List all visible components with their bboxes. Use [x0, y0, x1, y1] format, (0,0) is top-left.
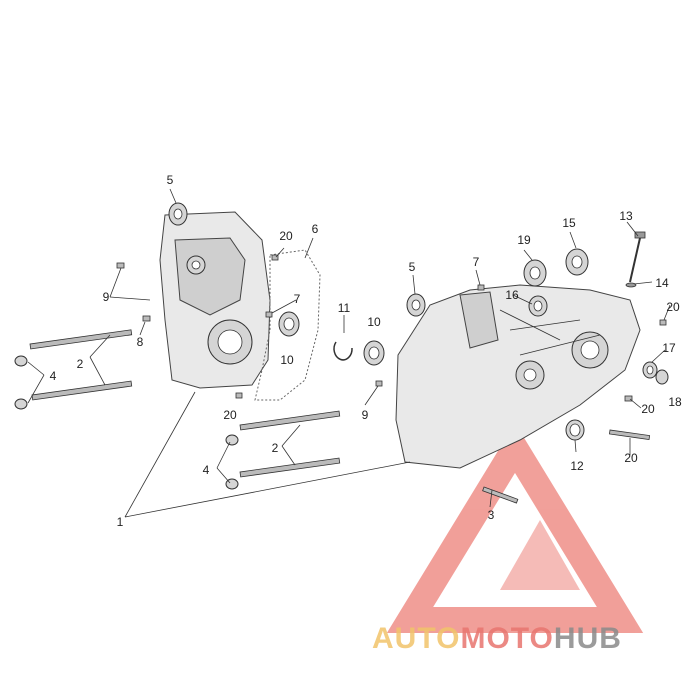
dowel-pin [116, 262, 125, 269]
oil-seal-5-right [406, 293, 426, 317]
bolt-3 [482, 486, 519, 504]
watermark-hub: HUB [554, 622, 622, 655]
watermark-moto: MOTO [460, 622, 553, 655]
callout-13: 13 [619, 209, 633, 223]
bearing-10-left [278, 311, 300, 337]
dowel-pin [142, 315, 151, 322]
dowel-pin [265, 311, 273, 318]
callout-9: 9 [103, 290, 110, 304]
callout-17: 17 [662, 341, 676, 355]
callout-20: 20 [641, 402, 655, 416]
cap-18 [655, 369, 669, 385]
nut [225, 434, 239, 446]
dowel-pin [477, 284, 485, 291]
bearing-16 [528, 295, 548, 317]
callout-1: 1 [117, 515, 124, 529]
stud-bolt [239, 457, 341, 478]
callout-7: 7 [473, 255, 480, 269]
bolt-21 [608, 429, 651, 440]
callout-9: 9 [362, 408, 369, 422]
leader-lines [27, 188, 671, 518]
dowel-pin [235, 392, 243, 399]
callout-20: 20 [223, 408, 237, 422]
callout-3: 3 [488, 508, 495, 522]
callout-2: 2 [272, 441, 279, 455]
watermark-auto: AUTO [372, 622, 460, 655]
stud-bolt [239, 410, 341, 431]
dowel-pin [624, 395, 633, 402]
callout-10: 10 [367, 315, 381, 329]
circlip-11 [333, 341, 353, 361]
callout-20: 20 [666, 300, 680, 314]
nut [14, 355, 28, 367]
callout-2: 2 [77, 357, 84, 371]
callout-5: 5 [167, 173, 174, 187]
watermark-logo-icon [386, 423, 644, 633]
left-crankcase-half [159, 211, 271, 389]
oil-seal-12 [565, 419, 585, 441]
seal-17 [642, 361, 658, 379]
callout-labels: 1 2 2 3 4 4 5 5 6 7 7 8 9 9 10 10 11 12 … [50, 173, 682, 529]
callout-18: 18 [668, 395, 682, 409]
callout-15: 15 [562, 216, 576, 230]
dowel-pin [659, 319, 667, 326]
callout-5: 5 [409, 260, 416, 274]
bearing-15 [565, 248, 589, 276]
callout-19: 19 [517, 233, 531, 247]
callout-11: 11 [338, 301, 351, 315]
oil-seal-5-left [168, 202, 188, 226]
callout-10: 10 [280, 353, 294, 367]
stud-bolt [29, 329, 133, 350]
callout-20: 20 [279, 229, 293, 243]
dowel-pin [375, 380, 383, 387]
callout-7: 7 [294, 292, 301, 306]
callout-4: 4 [203, 463, 210, 477]
nut [14, 398, 28, 410]
dowel-pin [271, 254, 279, 261]
callout-8: 8 [137, 335, 144, 349]
right-crankcase-half [395, 284, 641, 469]
callout-6: 6 [312, 222, 319, 236]
dipstick [625, 231, 646, 288]
stud-bolt [31, 380, 133, 401]
bearing-19 [523, 259, 547, 287]
watermark-text: AUTOMOTOHUB [372, 622, 622, 655]
callout-12: 12 [570, 459, 584, 473]
callout-14: 14 [655, 276, 669, 290]
callout-21: 20 [624, 451, 638, 465]
callout-16: 16 [505, 288, 519, 302]
bearing-10-right [363, 340, 385, 366]
callout-4: 4 [50, 369, 57, 383]
gasket [254, 249, 321, 401]
